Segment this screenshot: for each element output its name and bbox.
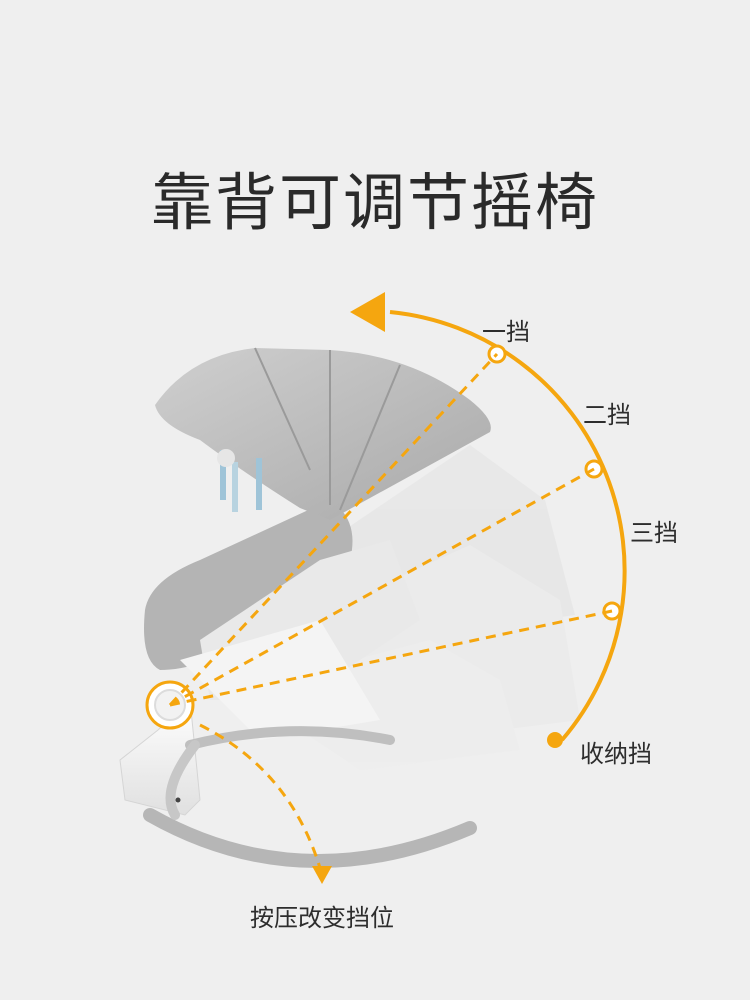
- recline-guide-lines: [168, 352, 613, 869]
- angle-arc: [350, 292, 627, 748]
- position-label-storage: 收纳挡: [580, 740, 652, 768]
- page-title: 靠背可调节摇椅: [150, 166, 599, 239]
- position-label-1: 一挡: [482, 318, 530, 346]
- position-label-3: 三挡: [630, 519, 678, 547]
- arrow-left-icon: [350, 292, 385, 332]
- rocker-canopy: [155, 347, 491, 520]
- rocker-seat: [144, 500, 420, 740]
- press-hint: 按压改变挡位: [250, 904, 394, 932]
- toy-icon: [217, 449, 262, 512]
- rocker-base: [119, 698, 477, 868]
- arrow-down-icon: [312, 866, 332, 884]
- position-marker-storage: [547, 732, 563, 748]
- position-label-2: 二挡: [583, 401, 631, 429]
